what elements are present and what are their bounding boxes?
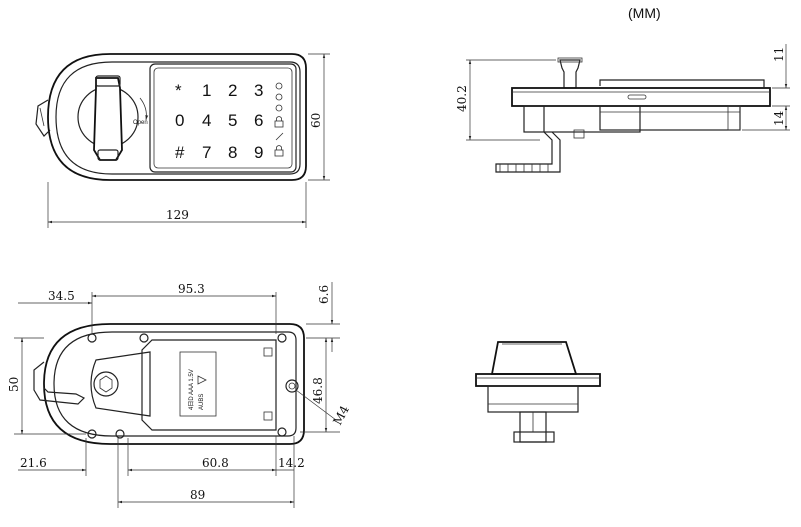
key-8: 8 <box>228 143 237 162</box>
key-star: * <box>175 81 182 100</box>
key-3: 3 <box>254 81 263 100</box>
screw-icon <box>139 333 149 343</box>
key-6: 6 <box>254 111 263 130</box>
key-4: 4 <box>202 111 211 130</box>
knob-open-label: Open <box>133 120 148 126</box>
key-9: 9 <box>254 143 263 162</box>
unit-label: (MM) <box>628 5 661 21</box>
recycle-icon <box>197 375 207 385</box>
wrench-icon <box>275 132 284 141</box>
screw-icon <box>87 333 97 343</box>
screw-icon <box>285 379 299 393</box>
screw-icon <box>277 333 287 343</box>
front-view: Open * 1 2 3 0 4 5 6 # 7 8 9 <box>35 53 330 228</box>
dim-height: 60 <box>309 113 323 128</box>
dim-mid-bottom: 60.8 <box>202 456 229 470</box>
dim-left-offset: 34.5 <box>48 289 75 303</box>
key-7: 7 <box>202 143 211 162</box>
key-5: 5 <box>228 111 237 130</box>
side-view: 40.2 11 14 <box>455 44 790 173</box>
key-hash: # <box>175 143 185 162</box>
spindle-icon <box>99 375 113 393</box>
screw-icon <box>115 429 125 439</box>
battery-label-1: 4日D AAA 1.5V <box>188 369 195 410</box>
screw-icon <box>277 427 287 437</box>
lock-icon <box>274 116 284 128</box>
screw-icon <box>87 429 97 439</box>
screw-size-label: M4 <box>330 403 352 427</box>
end-view <box>475 341 601 443</box>
back-view: 4日D AAA 1.5V AUBS 34.5 95.3 6.6 50 <box>7 282 352 508</box>
led-icon <box>275 82 283 90</box>
dim-back-height: 50 <box>7 377 21 392</box>
dim-hole-vertical: 46.8 <box>311 377 325 404</box>
lock-icon <box>274 145 284 157</box>
led-icon <box>275 93 283 101</box>
dim-width: 129 <box>166 208 189 222</box>
key-1: 1 <box>202 81 211 100</box>
key-2: 2 <box>228 81 237 100</box>
dim-right-bottom: 14.2 <box>278 456 305 470</box>
dim-left-bottom: 21.6 <box>20 456 47 470</box>
key-0: 0 <box>175 111 184 130</box>
dim-hole-span: 95.3 <box>178 282 205 296</box>
side-dim-height: 40.2 <box>455 85 469 112</box>
dim-overall-bottom: 89 <box>190 488 205 502</box>
keypad-keys: * 1 2 3 0 4 5 6 # 7 8 9 <box>175 81 263 162</box>
side-dim-top: 11 <box>772 47 786 62</box>
dim-top-offset: 6.6 <box>317 285 331 304</box>
battery-label-2: AUBS <box>199 394 205 410</box>
side-dim-bottom: 14 <box>772 110 786 126</box>
led-icon <box>275 104 283 112</box>
